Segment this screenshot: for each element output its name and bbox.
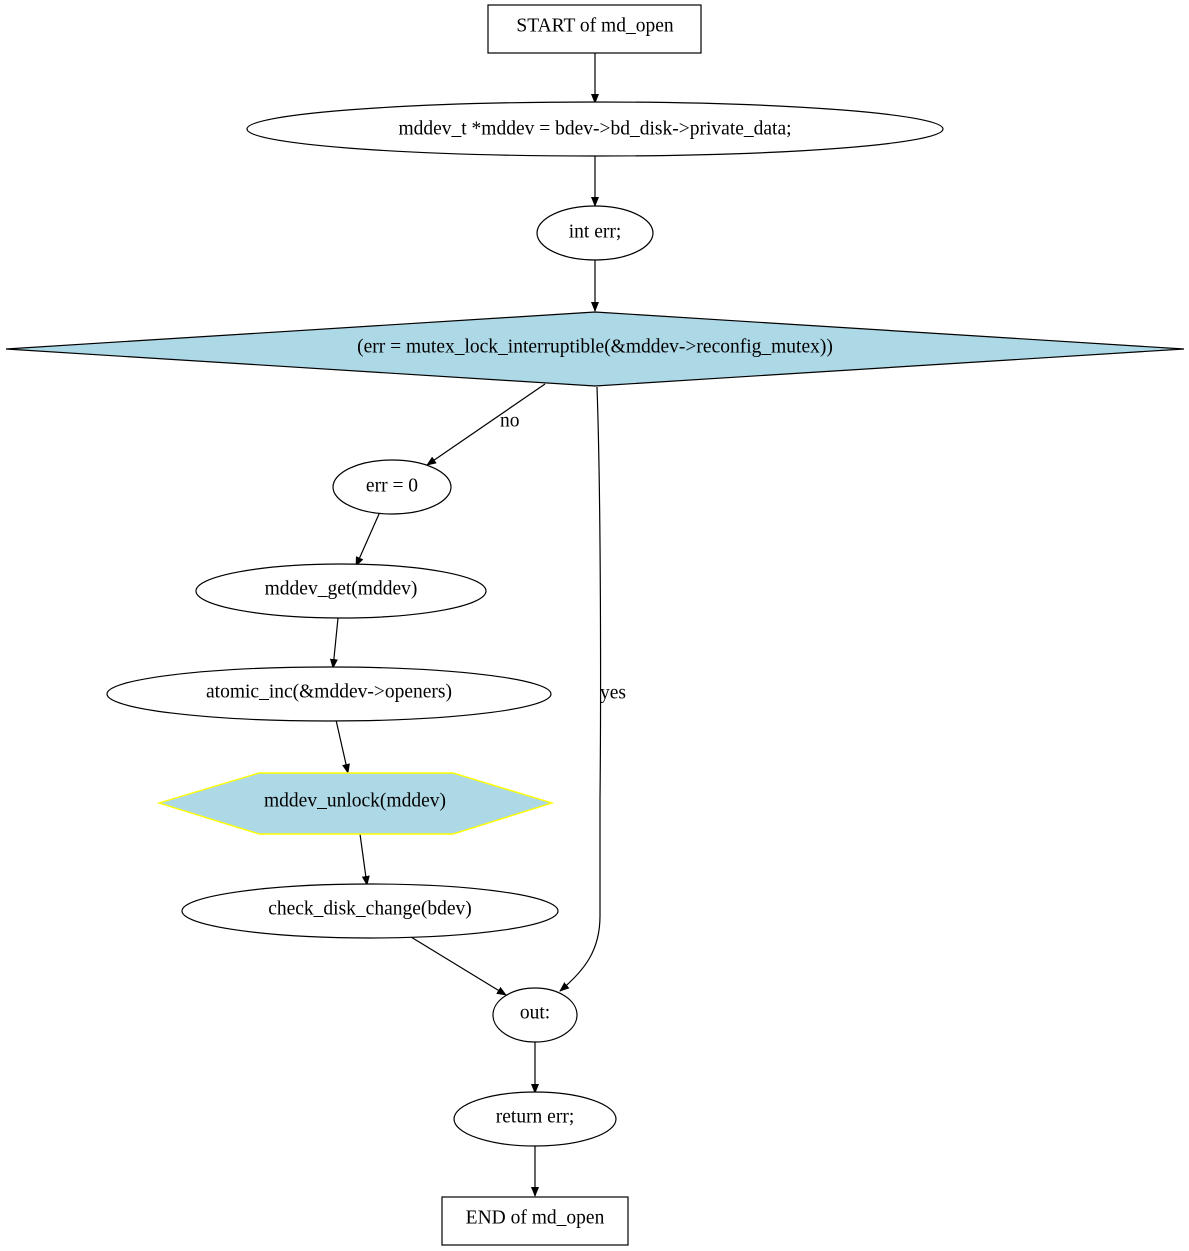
node-mddev-unlock-call: mddev_unlock(mddev) bbox=[156, 772, 555, 835]
node-decl-mddev: mddev_t *mddev = bdev->bd_disk->private_… bbox=[246, 101, 944, 157]
node-atomic-inc: atomic_inc(&mddev->openers) bbox=[106, 666, 552, 722]
edge-check-disk-to-out bbox=[410, 936, 507, 996]
node-cond-decision: (err = mutex_lock_interruptible(&mddev->… bbox=[5, 311, 1185, 387]
edge-cond-to-out-yes bbox=[559, 386, 602, 992]
node-out-label: out: bbox=[520, 1003, 550, 1024]
node-atomic-inc-label: atomic_inc(&mddev->openers) bbox=[206, 682, 452, 703]
edge-label-yes: yes bbox=[600, 683, 626, 704]
edge-mddev-unlock-to-check-disk bbox=[359, 833, 370, 886]
node-check-disk-label: check_disk_change(bdev) bbox=[268, 899, 472, 920]
node-mddev-unlock-label: mddev_unlock(mddev) bbox=[264, 791, 446, 812]
node-out: out: bbox=[492, 987, 578, 1043]
node-cond-label: (err = mutex_lock_interruptible(&mddev->… bbox=[357, 337, 833, 358]
edge-label-no: no bbox=[500, 411, 520, 432]
node-decl-err: int err; bbox=[536, 205, 654, 261]
node-mddev-get: mddev_get(mddev) bbox=[195, 563, 487, 619]
node-decl-err-label: int err; bbox=[569, 222, 622, 243]
node-return-label: return err; bbox=[496, 1107, 575, 1128]
edge-err-zero-to-mddev-get bbox=[355, 513, 380, 567]
node-end: END of md_open bbox=[441, 1196, 629, 1246]
edges bbox=[329, 53, 602, 1197]
node-decl-mddev-label: mddev_t *mddev = bdev->bd_disk->private_… bbox=[398, 119, 791, 140]
node-mddev-get-label: mddev_get(mddev) bbox=[265, 579, 418, 600]
node-check-disk: check_disk_change(bdev) bbox=[181, 883, 559, 939]
node-err-zero: err = 0 bbox=[332, 459, 452, 515]
node-start: START of md_open bbox=[487, 4, 702, 54]
node-err-zero-label: err = 0 bbox=[366, 476, 418, 497]
node-start-label: START of md_open bbox=[516, 16, 673, 37]
edge-mddev-get-to-atomic-inc bbox=[329, 617, 339, 669]
edge-atomic-inc-to-mddev-unlock bbox=[335, 719, 350, 774]
node-end-label: END of md_open bbox=[466, 1208, 605, 1229]
edge-cond-to-err-zero-no bbox=[426, 383, 546, 466]
node-return: return err; bbox=[453, 1091, 617, 1147]
